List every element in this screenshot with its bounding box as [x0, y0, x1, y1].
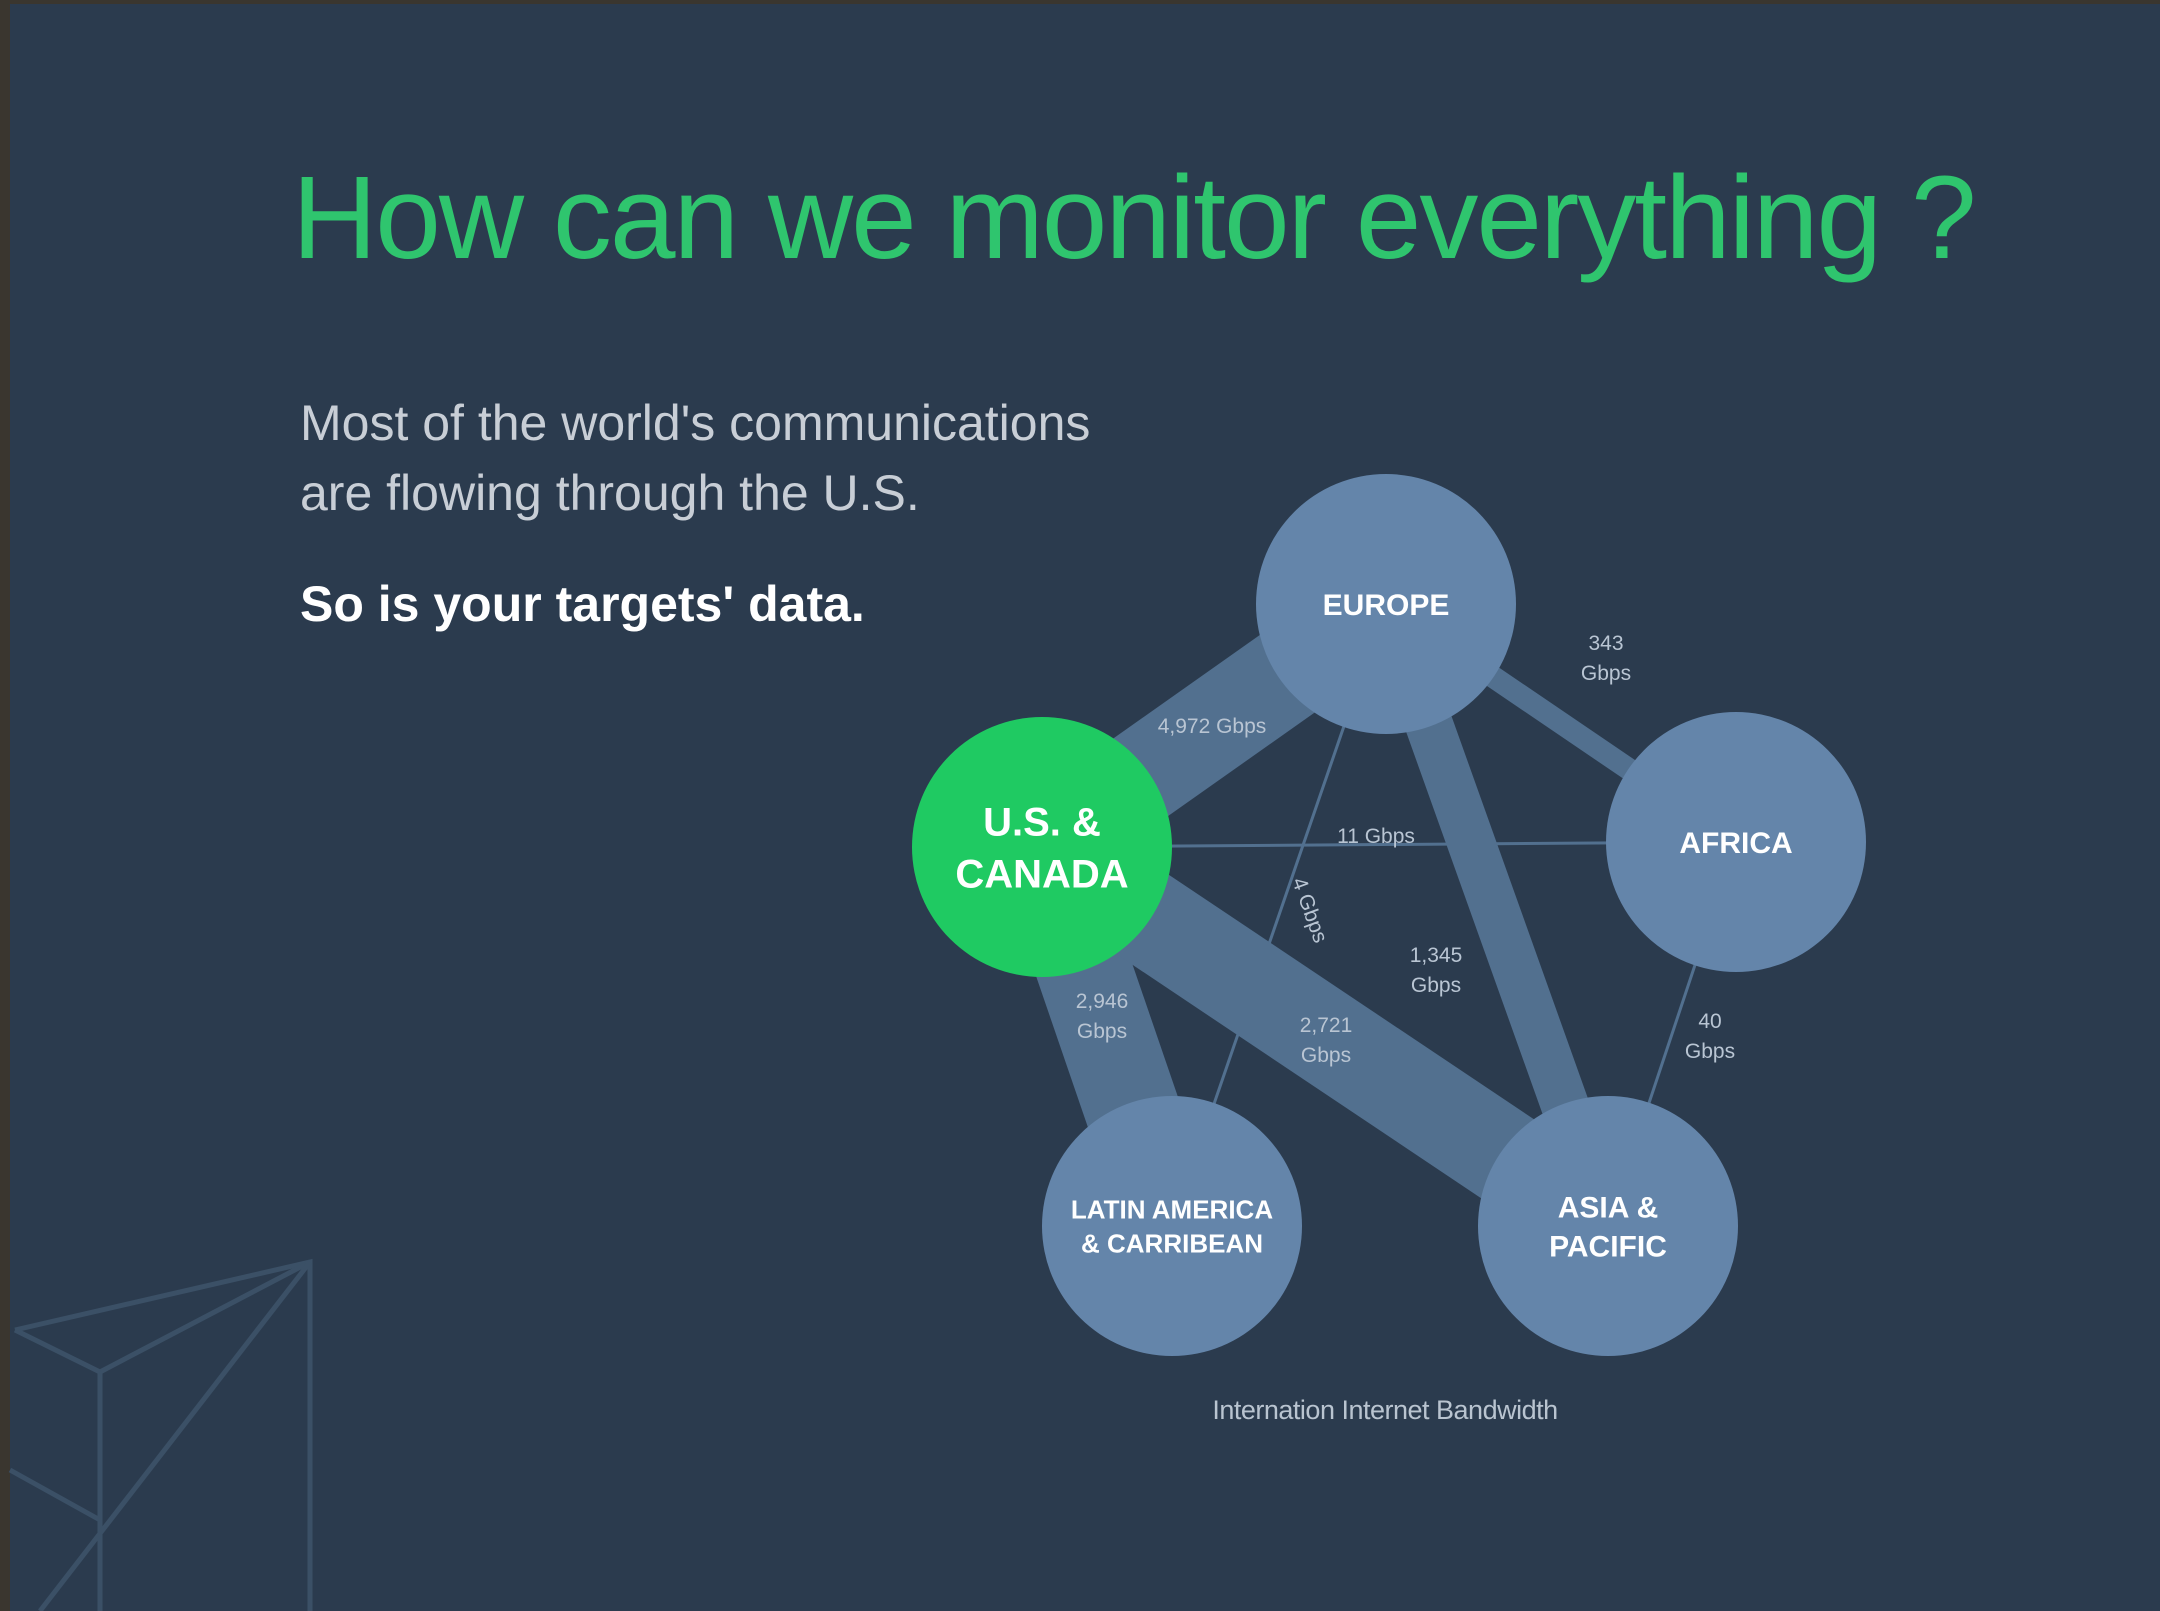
subtitle: Most of the world's communications are f…	[300, 388, 1200, 528]
node-label-africa: AFRICA	[1679, 827, 1792, 860]
node-label-us-canada: U.S. &CANADA	[955, 800, 1128, 896]
node-circle-europe	[1256, 474, 1516, 734]
node-circle-africa	[1606, 712, 1866, 972]
node-label-asia-pacific: ASIA &PACIFIC	[1549, 1191, 1667, 1263]
nodes-layer: EUROPE U.S. &CANADA AFRICA LATIN AMERICA& C…	[912, 474, 1866, 1356]
node-asia-pacific: ASIA &PACIFIC	[1478, 1096, 1738, 1356]
node-circle-us-canada	[912, 717, 1172, 977]
node-us-canada: U.S. &CANADA	[912, 717, 1172, 977]
node-label-latin-america: LATIN AMERICA& CARRIBEAN	[1071, 1194, 1273, 1258]
left-border	[0, 0, 10, 1611]
node-circle-asia-pacific	[1478, 1096, 1738, 1356]
node-africa: AFRICA	[1606, 712, 1866, 972]
node-circle-latin-america	[1042, 1096, 1302, 1356]
node-latin-america: LATIN AMERICA& CARRIBEAN	[1042, 1096, 1302, 1356]
diagram-caption: Internation Internet Bandwidth	[1212, 1395, 1558, 1425]
top-border	[0, 0, 2160, 4]
link-label-us-canada-europe: 4,972 Gbps	[1158, 715, 1267, 738]
subtitle-line-1: Most of the world's communications	[300, 395, 1091, 451]
link-label-us-canada-africa: 11 Gbps	[1337, 825, 1415, 848]
node-label-europe: EUROPE	[1323, 589, 1450, 622]
node-europe: EUROPE	[1256, 474, 1516, 734]
page-title: How can we monitor everything ?	[292, 152, 1977, 284]
emphasis-text: So is your targets' data.	[300, 576, 865, 632]
link-label-europe-latin-america: 4 Gbps	[1287, 874, 1332, 946]
subtitle-line-2: are flowing through the U.S.	[300, 465, 920, 521]
